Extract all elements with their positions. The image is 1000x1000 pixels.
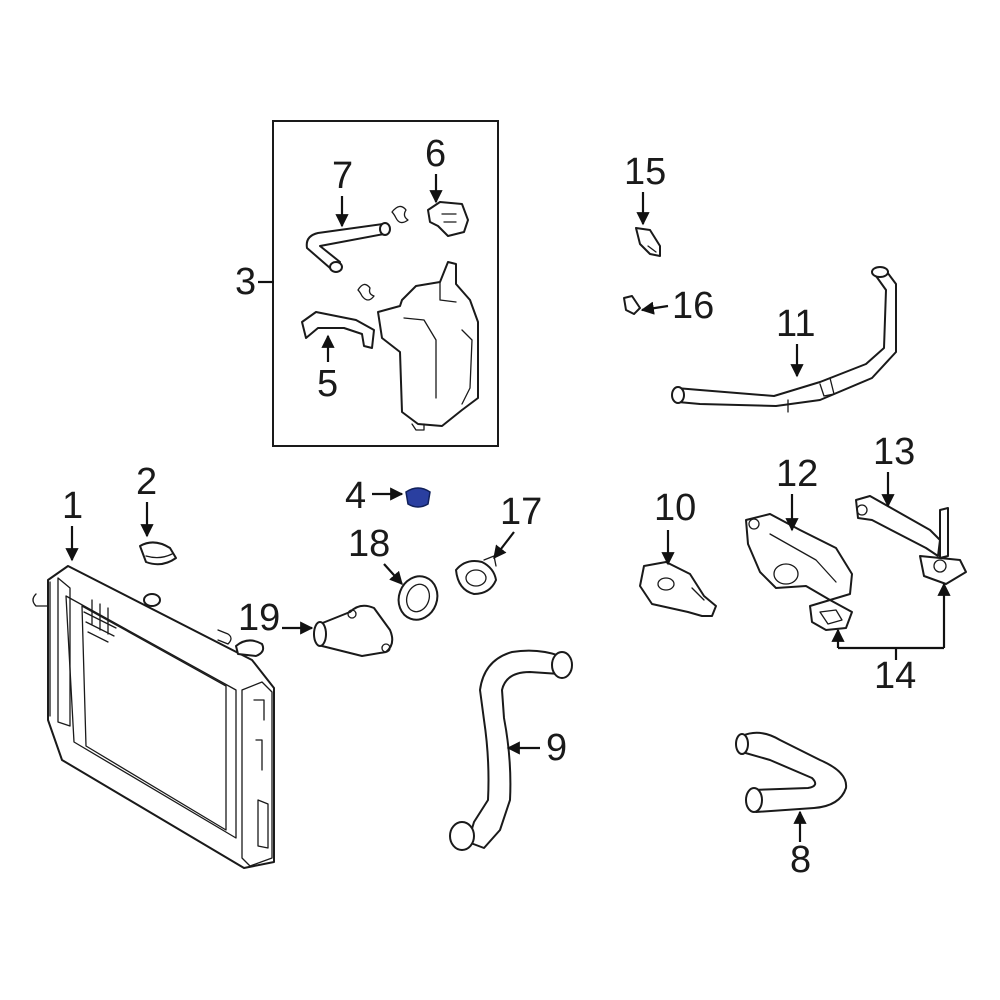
svg-text:10: 10 [654,487,696,529]
svg-text:9: 9 [546,727,567,769]
callout-2[interactable]: 2 [136,461,157,538]
thermostat-gasket-part[interactable] [393,571,444,625]
drain-plug-part[interactable] [405,487,431,508]
radiator-cap-part[interactable] [139,541,177,566]
reservoir-hose-part[interactable] [305,222,391,273]
callout-3[interactable]: 3 [235,261,274,303]
callout-10[interactable]: 10 [654,487,696,566]
callout-17[interactable]: 17 [493,491,542,560]
callout-19[interactable]: 19 [238,597,314,639]
water-bypass-pipe-part[interactable] [671,266,897,413]
callout-4[interactable]: 4 [345,475,404,517]
temperature-sensor-part[interactable] [635,227,661,257]
callout-12[interactable]: 12 [776,453,818,532]
hose-clip-part[interactable] [391,205,409,224]
svg-text:12: 12 [776,453,818,495]
radiator-part[interactable] [32,565,275,869]
coolant-reservoir-part[interactable] [377,261,479,431]
svg-text:8: 8 [790,839,811,881]
svg-text:3: 3 [235,261,256,303]
callout-8[interactable]: 8 [790,810,811,881]
reservoir-kit-box [272,120,499,447]
callout-15[interactable]: 15 [624,151,666,226]
small-clip-part[interactable] [357,283,375,301]
callout-7[interactable]: 7 [332,155,353,228]
callout-9[interactable]: 9 [506,727,567,769]
callout-16[interactable]: 16 [640,285,714,327]
callout-14[interactable]: 14 [831,582,951,697]
callout-5[interactable]: 5 [317,334,338,405]
callout-11[interactable]: 11 [776,303,815,378]
callout-6[interactable]: 6 [425,133,446,204]
svg-text:6: 6 [425,133,446,175]
water-inlet-part[interactable] [313,604,394,657]
svg-text:5: 5 [317,363,338,405]
svg-text:11: 11 [776,303,815,345]
thermostat-part[interactable] [455,555,497,595]
callout-13[interactable]: 13 [873,431,915,508]
thermostat-housing-part[interactable] [639,561,717,617]
svg-text:15: 15 [624,151,666,193]
svg-text:14: 14 [874,655,916,697]
svg-text:2: 2 [136,461,157,503]
svg-text:19: 19 [238,597,280,639]
water-outlet-part[interactable] [745,513,853,601]
bypass-pipe-part[interactable] [855,495,967,585]
radiator-upper-hose-part[interactable] [735,731,848,813]
svg-text:13: 13 [873,431,915,473]
radiator-lower-hose-part[interactable] [449,649,573,851]
svg-text:17: 17 [500,491,542,533]
outlet-gasket-part[interactable] [809,599,853,631]
callout-18[interactable]: 18 [348,523,403,585]
svg-text:4: 4 [345,475,366,517]
svg-text:18: 18 [348,523,390,565]
svg-text:7: 7 [332,155,353,197]
reservoir-bracket-part[interactable] [301,311,375,349]
fitting-part[interactable] [623,295,641,315]
svg-text:16: 16 [672,285,714,327]
svg-text:1: 1 [62,485,83,527]
callout-1[interactable]: 1 [62,485,83,562]
reservoir-bracket-clip-part[interactable] [427,201,469,237]
